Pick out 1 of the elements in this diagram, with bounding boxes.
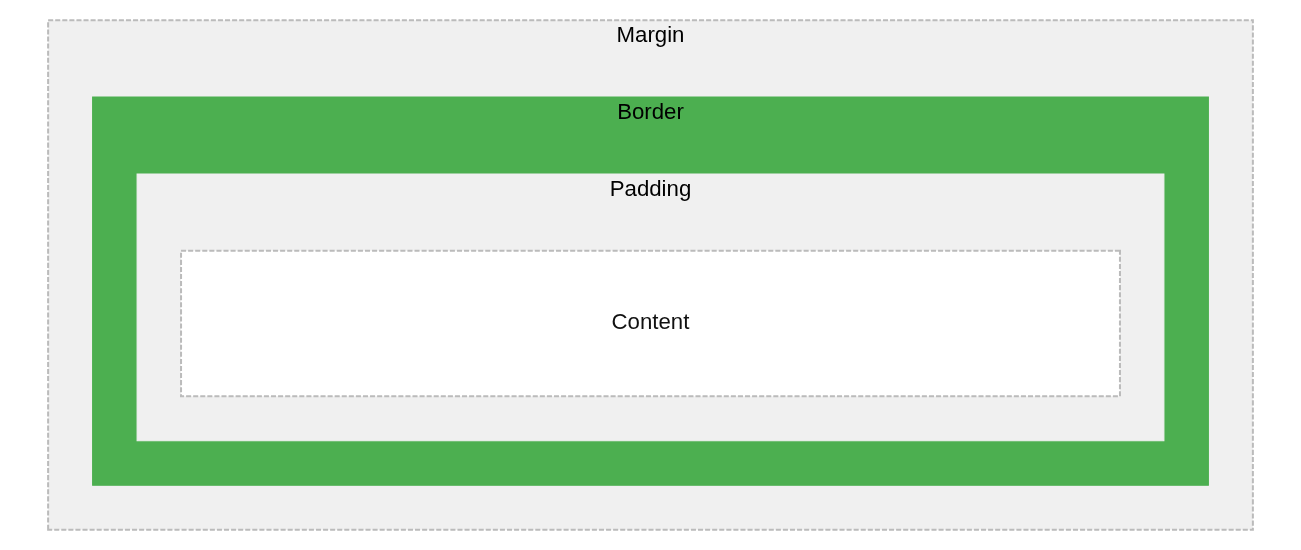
node-box: Content (180, 249, 1121, 398)
